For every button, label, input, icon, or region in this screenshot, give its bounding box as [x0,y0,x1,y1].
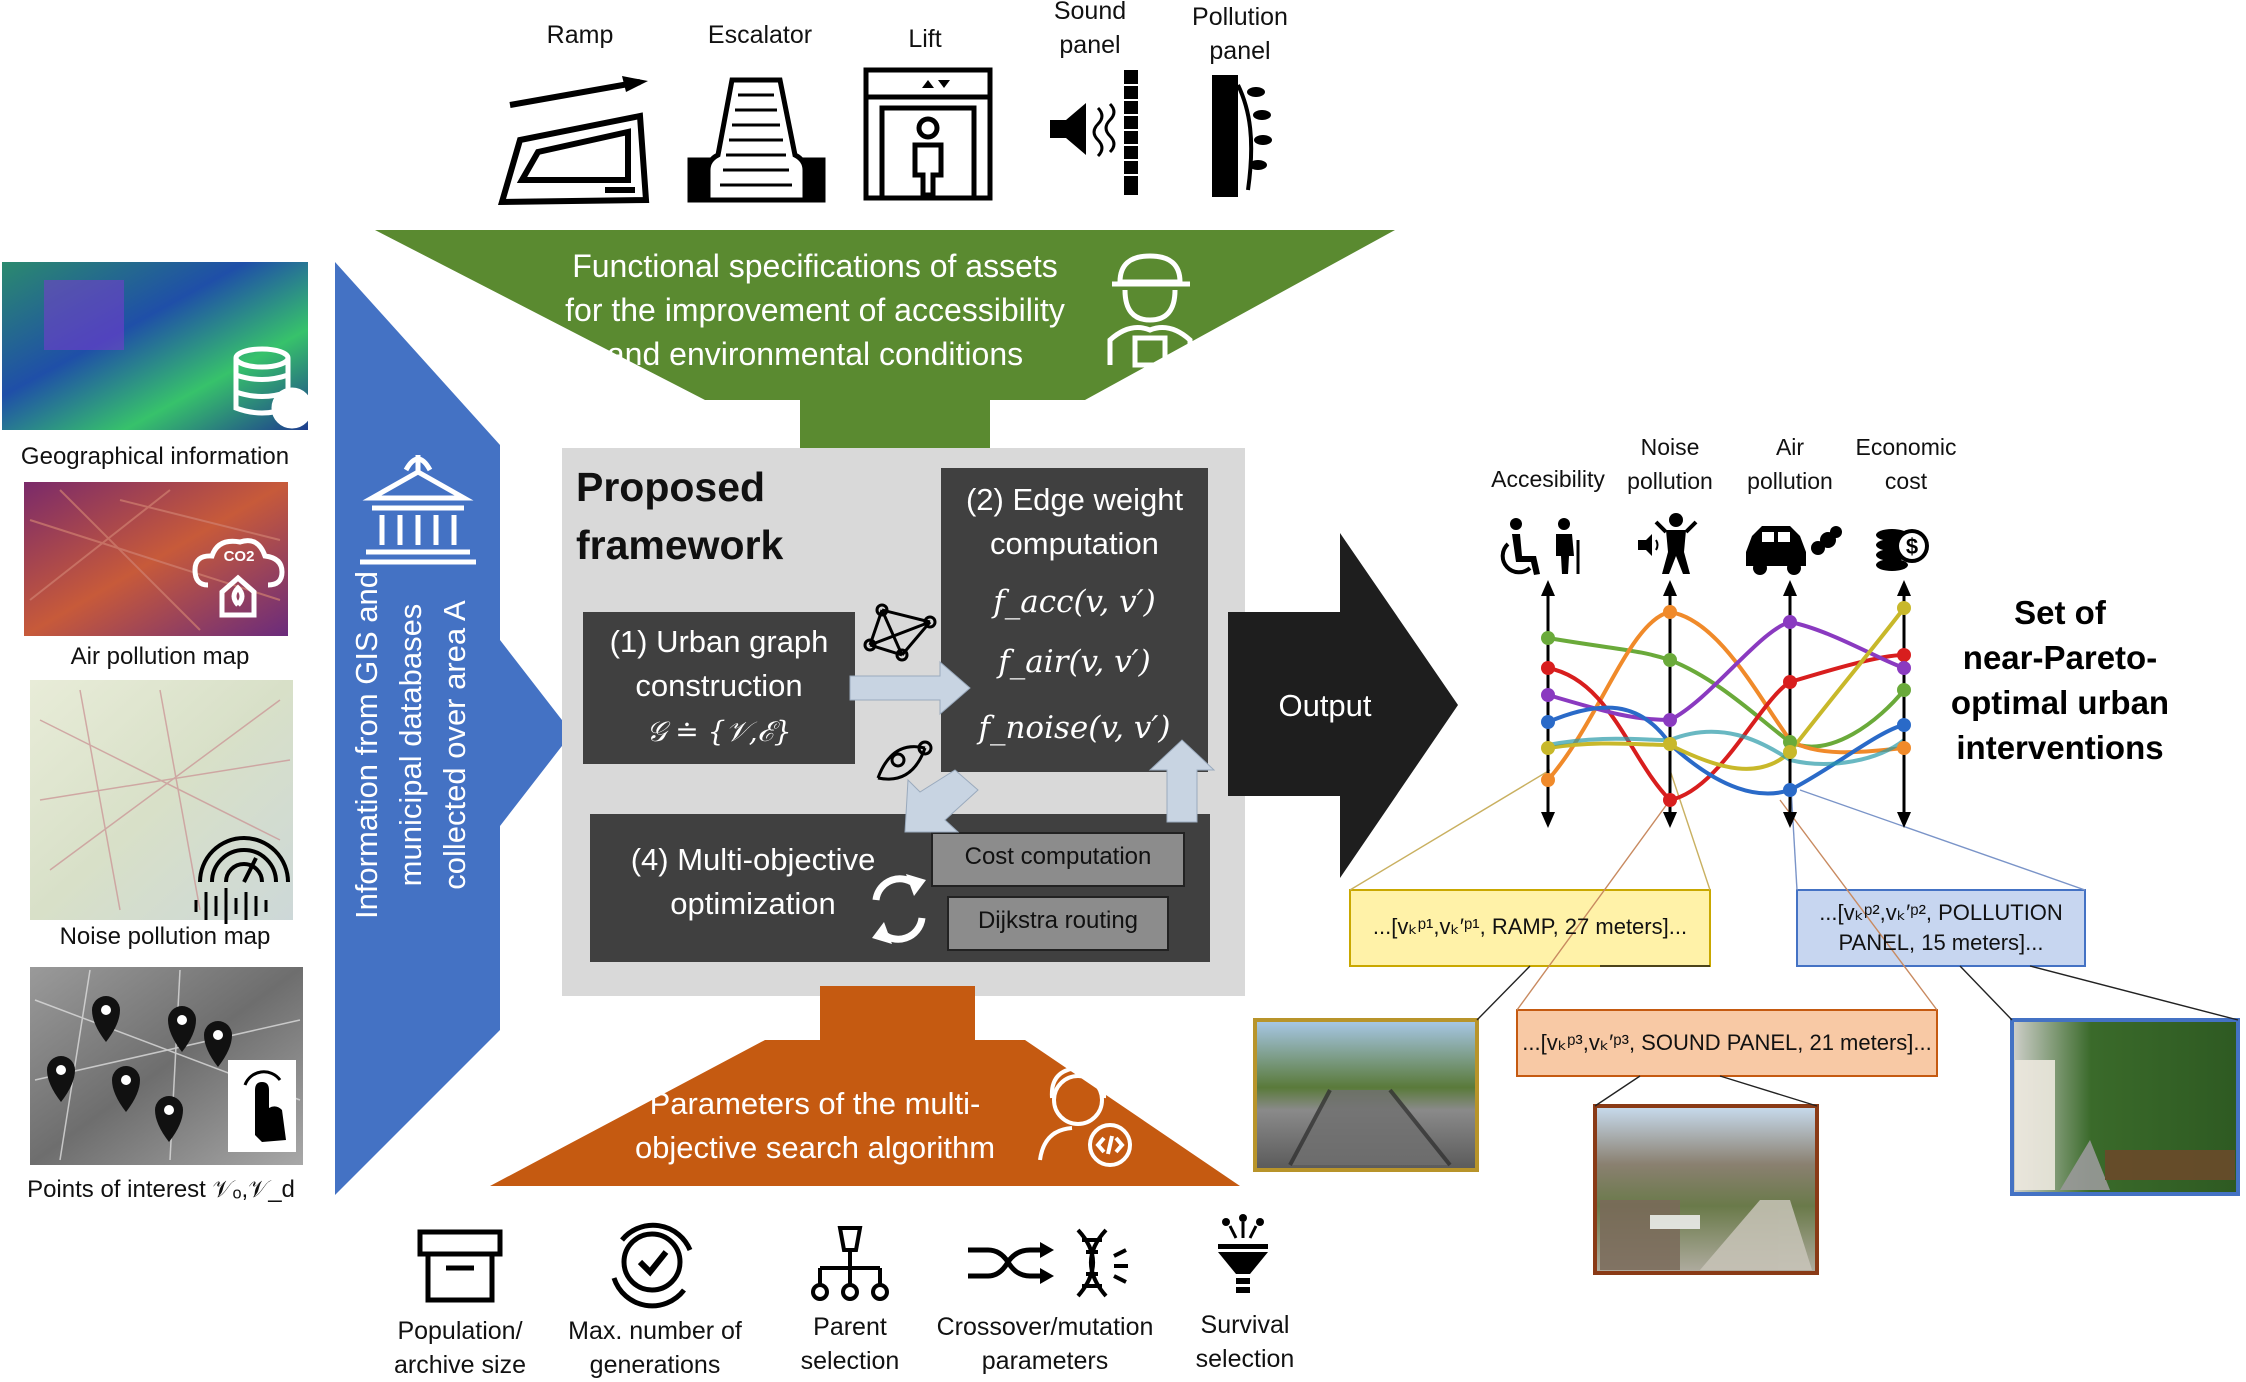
dna-icon [1076,1228,1128,1298]
arrow-4-to-2 [1148,739,1216,823]
worker-icon [1107,253,1193,368]
result-title: Set of near-Pareto- optimal urban interv… [1950,594,2170,766]
box1-math: 𝒢 ≐ {𝒱,ℰ} [646,715,792,748]
car-icon [1746,526,1842,575]
output-arrow [1228,533,1458,878]
box2-label: (2) Edge weight computation [965,482,1184,561]
box-edge-weight [941,468,1208,772]
generations-icon [611,1222,693,1309]
label-accessibility: Accesibility [1491,466,1605,492]
f-acc-formula: f_acc(v, v′) [993,584,1156,620]
developer-icon [1038,1065,1132,1167]
co2-cloud-icon [192,538,285,618]
arrow-1-to-2 [849,660,971,716]
government-building-icon [360,455,476,565]
touch-icon [228,1060,296,1152]
parallel-coordinates-chart [1546,606,1906,803]
ramp-icon [497,76,650,206]
shuffle-icon [968,1247,1044,1279]
chart-dots [1541,601,1911,807]
ramp-solution-box [1349,889,1711,967]
pollution-photo-detail [2015,1060,2235,1190]
pareto-line-green [1547,636,1906,749]
box-urban-graph [583,612,855,764]
output-label: Output [1278,688,1372,723]
noise-map-streets [39,689,291,911]
blue-arrow-text: Information from GIS and municipal datab… [349,570,472,920]
label-sound-panel: Sound panel [1053,0,1127,59]
axis-arrowheads [1541,580,1911,828]
label-population: Population/ archive size [394,1317,526,1379]
orange-arrow-text: Parameters of the multi- objective searc… [634,1086,996,1165]
coins-icon: $ [1876,529,1929,571]
map-pin-icon [47,996,232,1142]
database-icon [233,346,313,429]
pareto-line-orange [1546,609,1905,782]
label-air-pollution: Air pollution [1747,434,1833,494]
label-geographical-information: Geographical information [20,443,290,470]
label-crossover: Crossover/mutation parameters [936,1313,1154,1375]
label-pollution-panel: Pollution panel [1192,3,1288,65]
box1-label: (1) Urban graph construction [609,624,829,703]
blue-arrow [335,262,572,1195]
pareto-line-purple [1547,619,1905,723]
box-dijkstra [947,896,1169,951]
sound-solution-text: ...[vₖᵖ³,vₖ′ᵖ³, SOUND PANEL, 21 meters].… [1522,1030,1932,1055]
box-icon [417,1229,503,1303]
sound-panel-icon [1050,70,1138,195]
escalator-icon [687,77,826,203]
label-escalator: Escalator [707,21,813,49]
label-air-pollution-map: Air pollution map [70,643,250,670]
pollution-panel-icon [1212,75,1272,197]
f-noise-formula: f_noise(v, v′) [978,710,1171,746]
label-noise-pollution: Noise pollution [1627,434,1713,494]
sound-solution-box [1516,1009,1938,1077]
green-arrow-text: Functional specifications of assets for … [565,248,1065,372]
air-map-image [24,482,288,636]
tie-lines [1349,769,2239,1107]
escalator-photo-detail [1288,1088,1452,1167]
box4-label: (4) Multi-objective optimization [630,842,876,921]
pareto-line-teal [1547,729,1906,766]
label-noise-pollution-map: Noise pollution map [59,923,271,950]
noise-person-icon [1638,513,1698,574]
wheelchair-icon [1500,518,1580,575]
pareto-line-blue [1547,705,1905,796]
label-lift: Lift [908,25,942,53]
label-points-of-interest: Points of interest 𝒱ₒ,𝒱_d [27,1176,295,1203]
label-economic-cost: Economic cost [1855,434,1957,494]
arrow-2-to-4 [904,769,979,833]
sound-photo-detail [1600,1200,1812,1270]
box-cost [931,832,1185,887]
green-arrow [375,230,1395,460]
pollution-solution-text: ...[vₖᵖ²,vₖ′ᵖ², POLLUTION PANEL, 15 mete… [1819,900,2063,955]
cost-computation-label: Cost computation [964,843,1152,870]
ramp-solution-text: ...[vₖᵖ¹,vₖ′ᵖ¹, RAMP, 27 meters]... [1372,914,1688,939]
dijkstra-routing-label: Dijkstra routing [977,907,1139,934]
graph-icon [863,603,937,781]
funnel-icon [1218,1214,1268,1293]
sound-wave-icon [194,836,290,924]
f-air-formula: f_air(v, v′) [998,644,1151,680]
label-parent-selection: Parent selection [800,1313,900,1375]
coins-icon-dollar: $ [1906,534,1918,559]
framework-title: Proposed framework [576,464,784,568]
label-ramp: Ramp [546,21,614,49]
label-generations: Max. number of generations [568,1317,742,1379]
lift-icon [863,67,993,201]
label-survival: Survival selection [1195,1311,1295,1373]
pareto-line-yellow [1547,606,1906,771]
pollution-solution-box [1796,889,2086,967]
hierarchy-icon [811,1226,889,1301]
co2-label: CO2 [223,548,255,565]
noise-map-image [30,680,293,920]
